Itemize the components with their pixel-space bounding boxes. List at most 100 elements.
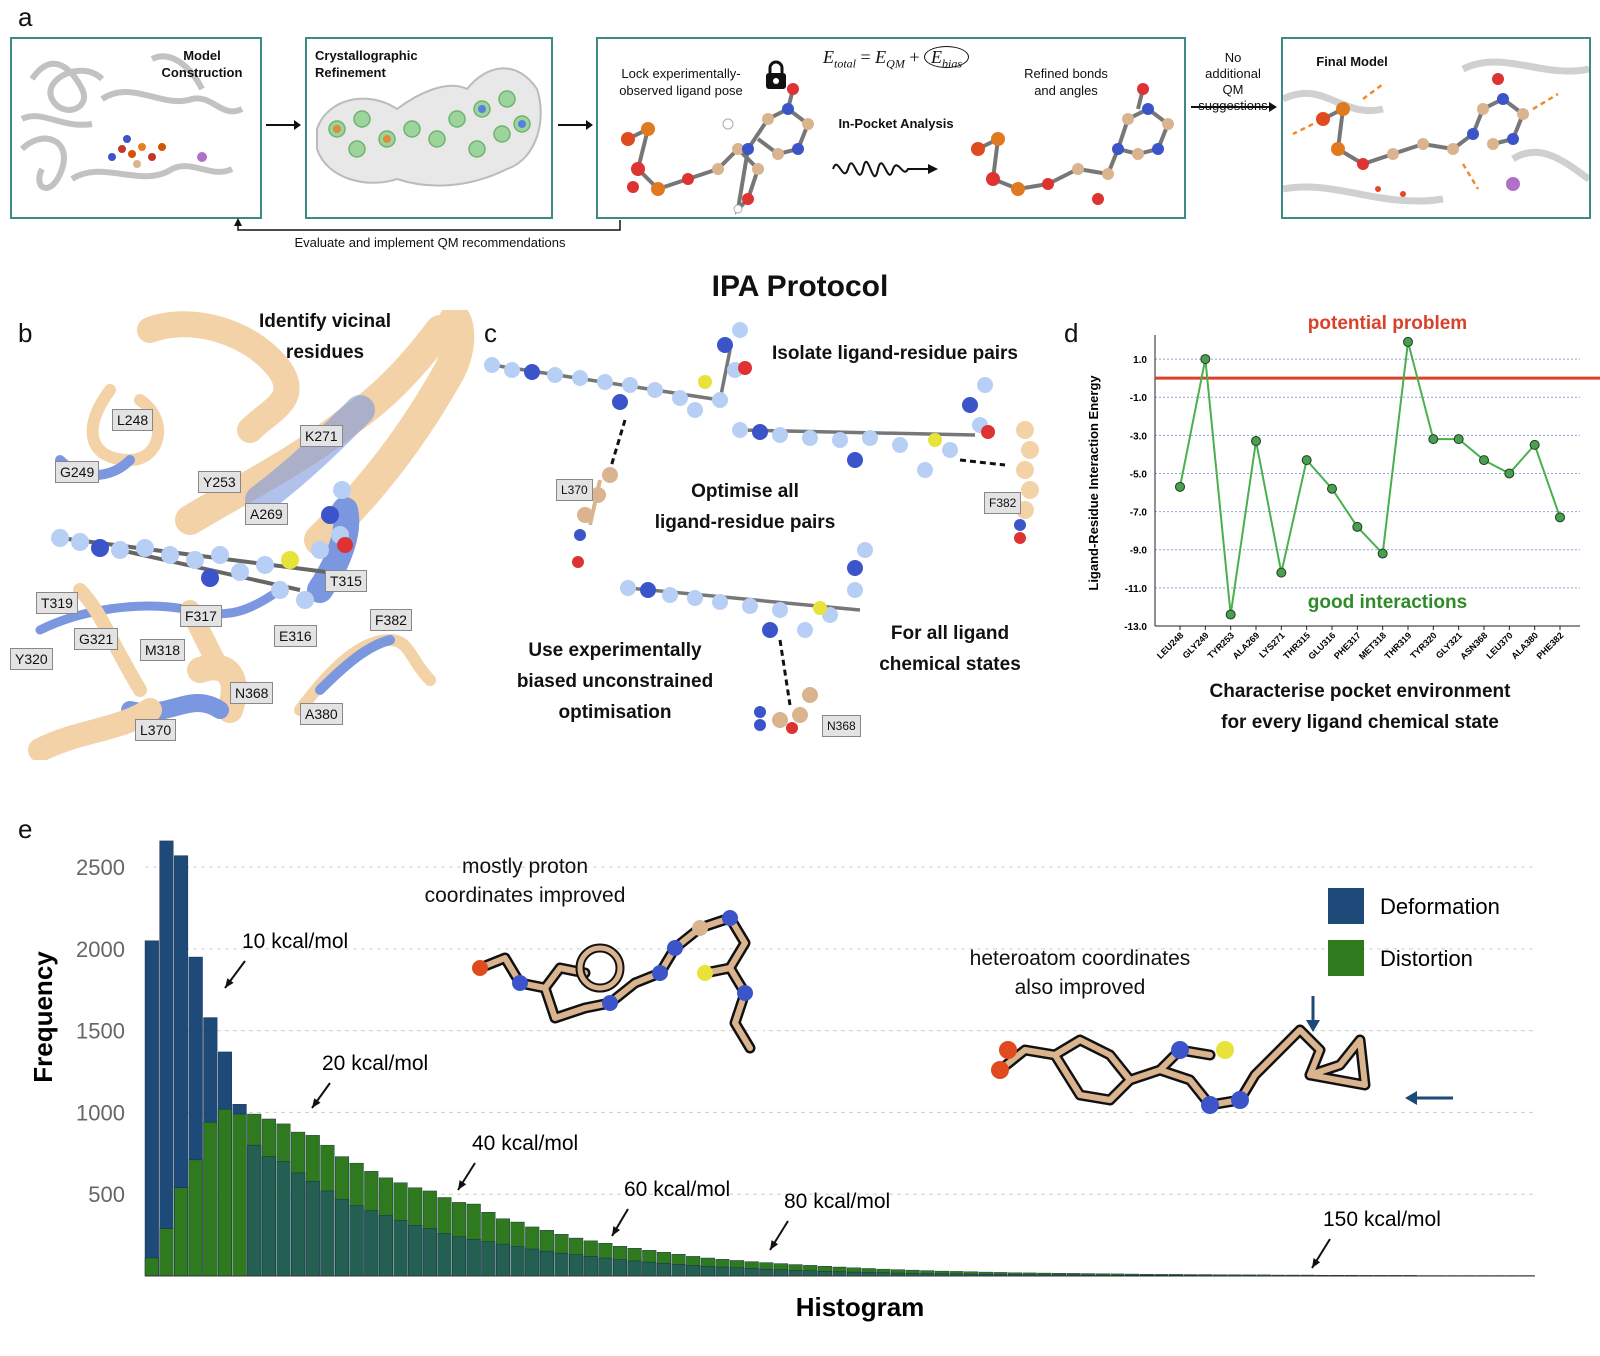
left-arrow-marker — [1405, 1091, 1453, 1105]
feedback-arrow — [234, 218, 621, 231]
ytick-label-d: -7.0 — [1130, 508, 1148, 519]
annotation-arrowhead — [458, 1180, 467, 1190]
xtick-label-d: ALA380 — [1509, 630, 1540, 661]
deformation-bar — [364, 1210, 379, 1277]
energy-point — [1175, 481, 1185, 492]
arrow-3 — [1189, 100, 1279, 119]
xtick-label-d: GLU316 — [1306, 630, 1337, 661]
in-pocket-analysis-label: In-Pocket Analysis — [838, 116, 954, 131]
legend-swatch-deformation — [1328, 888, 1364, 924]
distortion-bar — [188, 1159, 203, 1277]
energy-point — [1352, 521, 1363, 532]
model-construction-box: Model Construction — [10, 37, 262, 219]
energy-point — [1301, 455, 1312, 466]
proton-improved-text: mostly proton coordinates improved — [424, 855, 626, 907]
deformation-bar — [349, 1205, 364, 1277]
residue-tag-y320: Y320 — [10, 648, 53, 670]
residue-tag-c-l370: L370 — [556, 479, 593, 501]
residue-tag-l370: L370 — [135, 719, 177, 741]
energy-point — [1504, 468, 1515, 479]
electron-density-image — [316, 67, 542, 187]
xtick-label-d: GLY249 — [1181, 630, 1211, 660]
deformation-bar — [861, 1272, 876, 1277]
ytick-label-e: 2000 — [76, 937, 125, 962]
deformation-bar — [422, 1228, 437, 1277]
deformation-bar — [715, 1266, 730, 1277]
residue-tag-k271: K271 — [300, 425, 343, 447]
deformation-bar — [656, 1263, 671, 1277]
panel-a-letter: a — [18, 2, 33, 32]
energy-point — [1225, 609, 1236, 620]
deformation-bar — [642, 1261, 657, 1277]
xtick-label-d: LEU248 — [1155, 630, 1185, 660]
deformation-bar — [510, 1246, 525, 1277]
no-qm-suggestions-text: No additional QM suggestions — [1198, 50, 1268, 113]
eq-sub-total: total — [834, 56, 857, 71]
legend-label-deformation: Deformation — [1380, 894, 1500, 919]
characterise-pocket-caption: Characterise pocket environment for ever… — [1209, 681, 1511, 733]
energy-equation: Etotal = EQM + Ebias — [823, 46, 970, 72]
residue-tag-f317: F317 — [180, 605, 222, 627]
final-model-title: Final Model — [1316, 54, 1388, 69]
residue-tag-y253: Y253 — [198, 471, 241, 493]
deformation-bar — [759, 1268, 774, 1277]
energy-point — [1403, 336, 1413, 347]
residue-tag-g249: G249 — [55, 461, 100, 483]
panel-e-letter: e — [18, 814, 33, 844]
annotation-arrowhead — [312, 1098, 321, 1108]
ytick-label-d: -5.0 — [1130, 469, 1148, 480]
hetero-improved-text: heteroatom coordinates also improved — [969, 947, 1191, 999]
ytick-label-e: 1000 — [76, 1100, 125, 1125]
final-model-box: Final Model — [1281, 37, 1591, 219]
energy-point — [1453, 434, 1464, 445]
legend-swatch-distortion — [1328, 940, 1364, 976]
energy-point — [1529, 439, 1540, 450]
deformation-bar — [613, 1259, 628, 1277]
distortion-bar — [232, 1113, 247, 1277]
ytick-label-d: -11.0 — [1125, 584, 1148, 595]
deformation-bar — [408, 1225, 423, 1277]
energy-series-line — [1179, 341, 1561, 615]
protein-cartoon-image — [19, 53, 244, 191]
residue-tag-t319: T319 — [36, 592, 78, 614]
xlabel-e: Histogram — [796, 1292, 925, 1322]
deformation-bar — [378, 1215, 393, 1277]
ytick-label-e: 1500 — [76, 1019, 125, 1044]
residue-tag-g321: G321 — [74, 628, 119, 650]
deformation-bar — [686, 1265, 701, 1277]
distortion-bar — [217, 1108, 232, 1277]
residue-tag-e316: E316 — [274, 625, 317, 647]
ligand-residue-pairs-image — [484, 322, 1039, 734]
ytick-label-d: -3.0 — [1130, 431, 1148, 442]
deformation-bar — [803, 1270, 818, 1277]
crystallographic-refinement-title: Crystallographic Refinement — [315, 48, 418, 80]
all-chemical-states-text: For all ligand chemical states — [879, 623, 1021, 675]
distortion-bar — [159, 1228, 174, 1277]
energy-point — [1276, 567, 1287, 578]
deformation-bar — [554, 1252, 569, 1277]
energy-point — [1428, 434, 1439, 445]
annotation-arrowhead — [770, 1240, 779, 1250]
down-arrow-marker — [1306, 996, 1320, 1032]
final-model-image — [1283, 58, 1589, 205]
arrow-1 — [264, 118, 302, 137]
energy-point — [1377, 548, 1388, 559]
xtick-label-d: ASN368 — [1458, 630, 1489, 661]
interaction-energy-chart: 1.0-1.0-3.0-5.0-7.0-9.0-11.0-13.0Ligand-… — [1086, 313, 1600, 661]
deformation-bar — [539, 1250, 554, 1277]
eq-equals: = — [856, 47, 876, 67]
energy-annotation: 60 kcal/mol — [624, 1178, 730, 1201]
eq-e-bias: E — [931, 47, 942, 67]
eq-e-qm: E — [875, 47, 887, 67]
in-pocket-analysis-box: Lock experimentally- observed ligand pos… — [596, 37, 1186, 219]
deformation-bar — [305, 1180, 320, 1277]
distortion-bar — [144, 1257, 159, 1277]
good-interactions-label: good interactions — [1308, 592, 1467, 613]
xtick-label-d: THR319 — [1383, 630, 1414, 661]
residue-tag-a269: A269 — [245, 503, 288, 525]
deformation-bar — [276, 1161, 291, 1277]
arrow-2 — [556, 118, 594, 137]
energy-point — [1200, 354, 1211, 365]
proton-improved-molecule — [472, 910, 764, 1067]
annotation-arrowhead — [225, 978, 234, 988]
